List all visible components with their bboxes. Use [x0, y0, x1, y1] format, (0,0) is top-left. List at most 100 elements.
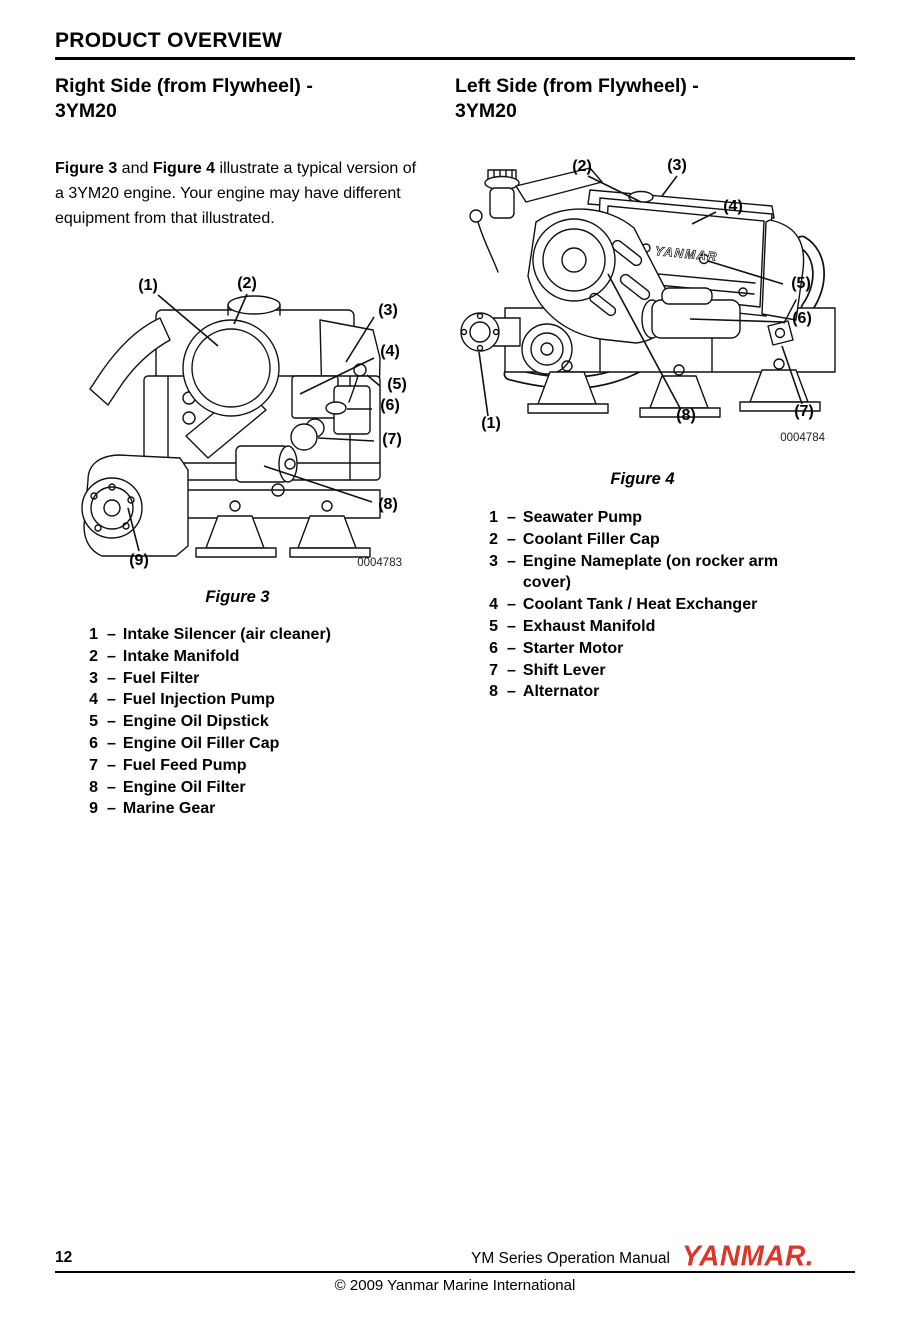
legend-dash: –	[507, 661, 516, 679]
legend-dash: –	[107, 647, 116, 665]
legend-item-number: 6	[489, 639, 498, 657]
legend-item-number: 1	[89, 626, 98, 643]
legend-dash: –	[107, 691, 116, 709]
intro-rest: illustrate a typical version of a 3YM20 …	[55, 160, 417, 227]
legend-item-number: 1	[489, 509, 498, 526]
legend-item-number: 5	[489, 617, 498, 635]
legend-item-label: Fuel Feed Pump	[122, 756, 247, 774]
legend-dash: –	[507, 683, 516, 701]
legend-item: 2–Coolant Filler Cap	[455, 529, 850, 551]
figure4-callout-7: (7)	[794, 403, 814, 420]
intro-bold-figure4: Figure 4	[152, 160, 216, 177]
legend-item: 1–Seawater Pump	[455, 507, 850, 529]
figure3-callout-2: (2)	[237, 275, 257, 292]
legend-item-label: Starter Motor	[522, 639, 624, 657]
legend-item-number: 4	[489, 596, 498, 614]
intro-bold-figure3: Figure 3	[55, 160, 118, 177]
legend-item-label: Intake Manifold	[122, 647, 240, 665]
legend-dash: –	[507, 639, 516, 657]
legend-item-number: 7	[89, 756, 98, 774]
legend-item-label: Marine Gear	[122, 800, 216, 818]
legend-item-label: Fuel Injection Pump	[122, 691, 275, 709]
legend-item-label: Engine Nameplate (on rocker arm cover)	[522, 552, 779, 592]
figure3-callout-6: (6)	[380, 397, 400, 414]
figure3-caption: Figure 3	[205, 588, 270, 606]
section-heading-line1: Right Side (from Flywheel) -	[55, 75, 313, 97]
figure4-engine-drawing	[460, 167, 836, 418]
legend-dash: –	[107, 669, 116, 687]
legend-item-label: Shift Lever	[522, 661, 606, 679]
figure3-legend: 1–Intake Silencer (air cleaner) 2–Intake…	[55, 624, 423, 820]
legend-item-label: Fuel Filter	[122, 669, 200, 687]
figure3-callout-1: (1)	[138, 277, 158, 294]
footer-copyright: © 2009 Yanmar Marine International	[334, 1277, 576, 1294]
figure4-callout-1: (1)	[481, 415, 501, 432]
legend-dash: –	[507, 509, 516, 526]
footer-rule	[55, 1271, 855, 1273]
intro-paragraph: Figure 3 and Figure 4 illustrate a typic…	[55, 156, 419, 231]
legend-dash: –	[507, 530, 516, 548]
legend-item-number: 2	[489, 530, 498, 548]
legend-item-label: Engine Oil Dipstick	[122, 713, 269, 731]
legend-item-number: 8	[89, 778, 98, 796]
yanmar-logo: YANMAR.	[682, 1239, 815, 1272]
figure3-callout-3: (3)	[378, 302, 398, 319]
legend-item: 5–Exhaust Manifold	[455, 616, 850, 638]
engine-nameplate-brand: YANMAR	[654, 244, 718, 264]
figure3-callout-4: (4)	[380, 343, 400, 360]
legend-item: 6–Starter Motor	[455, 638, 850, 660]
figure4-engine-illustration: YANMAR (1) (2) (3) (4) (5) (6) (7) (8) 0…	[460, 157, 836, 444]
figure4-callout-2: (2)	[572, 158, 592, 175]
legend-item: 8–Engine Oil Filter	[55, 777, 423, 799]
figure4-legend: 1–Seawater Pump 2–Coolant Filler Cap 3–E…	[455, 507, 850, 703]
figure3-callout-8: (8)	[378, 496, 398, 513]
figure3-engine-illustration: (1) (2) (3) (4) (5) (6) (7) (8) (9) 0004…	[81, 275, 407, 569]
figure3-callouts: (1) (2) (3) (4) (5) (6) (7) (8) (9) 0004…	[127, 275, 407, 569]
legend-item-label: Engine Oil Filter	[122, 778, 246, 796]
legend-item: 3–Fuel Filter	[55, 668, 423, 690]
figure3-engine-drawing	[81, 295, 381, 558]
legend-item-number: 7	[489, 661, 498, 679]
legend-dash: –	[107, 778, 116, 796]
legend-item-label: Engine Oil Filler Cap	[122, 734, 280, 752]
legend-item: 7–Fuel Feed Pump	[55, 755, 423, 777]
legend-item: 4–Coolant Tank / Heat Exchanger	[455, 594, 850, 616]
legend-item: 4–Fuel Injection Pump	[55, 689, 423, 711]
legend-item-label: Intake Silencer (air cleaner)	[122, 626, 332, 643]
legend-item-label: Exhaust Manifold	[522, 617, 656, 635]
section-heading-left-side: Left Side (from Flywheel) - 3YM20	[455, 74, 855, 124]
legend-dash: –	[107, 713, 116, 731]
legend-item: 2–Intake Manifold	[55, 646, 423, 668]
figure4-leader-lines	[478, 175, 803, 417]
figure4-callout-5: (5)	[791, 275, 811, 292]
legend-item-number: 6	[89, 734, 98, 752]
intro-mid: and	[117, 160, 153, 177]
page-title: PRODUCT OVERVIEW	[55, 29, 283, 52]
footer-page-number: 12	[55, 1249, 73, 1266]
section-heading-line2: 3YM20	[455, 100, 517, 122]
legend-item-label: Alternator	[522, 683, 600, 701]
figure4-callout-4: (4)	[723, 198, 743, 215]
figure4-caption: Figure 4	[610, 470, 675, 488]
figure4-image-code: 0004784	[780, 432, 825, 444]
legend-item-label: Coolant Filler Cap	[522, 530, 660, 548]
legend-dash: –	[507, 596, 516, 614]
figure4-callout-3: (3)	[667, 157, 687, 174]
legend-item-number: 9	[89, 800, 98, 818]
legend-item: 8–Alternator	[455, 681, 850, 703]
legend-item-number: 4	[89, 691, 98, 709]
legend-item-number: 2	[89, 647, 98, 665]
figure3-leader-lines	[127, 293, 381, 552]
figure3-callout-9: (9)	[129, 552, 149, 569]
legend-dash: –	[107, 756, 116, 774]
legend-item-number: 8	[489, 683, 498, 701]
legend-item-number: 5	[89, 713, 98, 731]
legend-item: 6–Engine Oil Filler Cap	[55, 733, 423, 755]
figure4-callouts: (1) (2) (3) (4) (5) (6) (7) (8) 0004784	[478, 157, 826, 444]
legend-dash: –	[107, 800, 116, 818]
legend-item: 9–Marine Gear	[55, 798, 423, 820]
figure4-callout-6: (6)	[792, 310, 812, 327]
legend-item: 3–Engine Nameplate (on rocker arm cover)	[455, 551, 850, 595]
figure3-callout-7: (7)	[382, 431, 402, 448]
